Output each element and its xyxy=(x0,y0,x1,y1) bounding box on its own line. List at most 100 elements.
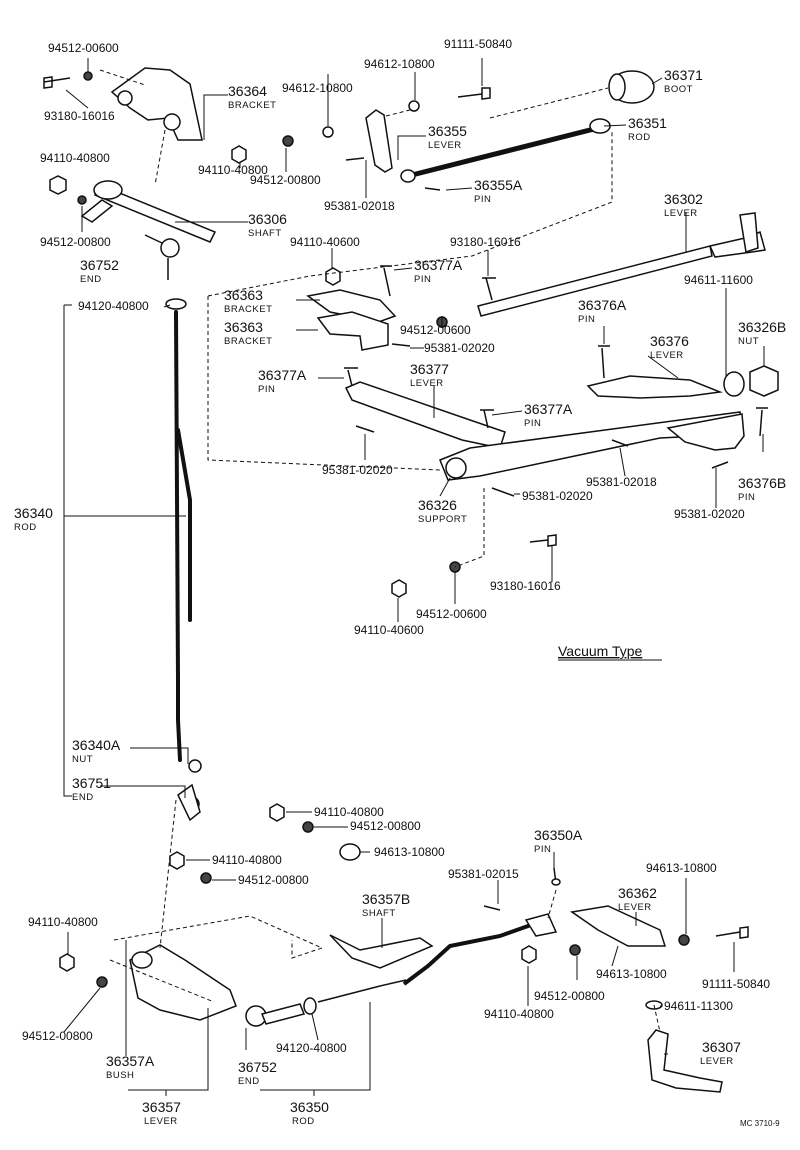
label-l59-number: 94110-40800 xyxy=(484,1007,554,1021)
label-l26-number: 95381-02020 xyxy=(424,341,495,355)
label-l29-number: 36326B xyxy=(738,319,786,335)
label-l11-number: 94110-40800 xyxy=(198,163,268,177)
label-l45-number: 36751 xyxy=(72,775,111,791)
label-l21-number: 36377A xyxy=(414,257,463,273)
label-l16-name: SHAFT xyxy=(248,228,282,239)
part-drawings xyxy=(43,67,779,1093)
label-l13-number: 36355A xyxy=(474,177,523,193)
label-l23-number: 36363 xyxy=(224,287,263,303)
label-l61-number: 94611-11300 xyxy=(664,999,733,1013)
label-l20-number: 93180-16016 xyxy=(450,235,521,249)
label-l23-name: BRACKET xyxy=(224,304,272,315)
label-l32-name: LEVER xyxy=(410,378,444,389)
label-l64-name: LEVER xyxy=(700,1056,734,1067)
label-l08-name: LEVER xyxy=(428,140,462,151)
label-l09-number: 36351 xyxy=(628,115,667,131)
label-l32-number: 36377 xyxy=(410,361,449,377)
rod-36340-drawing xyxy=(174,310,182,762)
label-l30-name: LEVER xyxy=(650,350,684,361)
label-l54-number: 36357B xyxy=(362,891,410,907)
label-l27-name: PIN xyxy=(578,314,595,325)
label-l51-number: 36350A xyxy=(534,827,583,843)
label-l25-number: 94512-00600 xyxy=(400,323,471,337)
lever-36357-drawing xyxy=(129,944,237,1021)
label-l39-number: 36376B xyxy=(738,475,786,491)
label-l03-number: 36364 xyxy=(228,83,267,99)
diagram-title: Vacuum Type xyxy=(558,643,643,659)
label-l13-name: PIN xyxy=(474,194,491,205)
label-l63-number: 94120-40800 xyxy=(276,1041,347,1055)
label-l41-number: 93180-16016 xyxy=(490,579,561,593)
label-l02-number: 93180-16016 xyxy=(44,109,115,123)
label-l15-number: 94512-00800 xyxy=(40,235,111,249)
label-l24-number: 36363 xyxy=(224,319,263,335)
label-l29-name: NUT xyxy=(738,336,759,347)
label-l58-number: 91111-50840 xyxy=(702,977,770,991)
lever-36302-drawing xyxy=(477,245,713,317)
label-l14-number: 95381-02018 xyxy=(324,199,395,213)
label-l55-number: 36362 xyxy=(618,885,657,901)
label-l44-number: 36340A xyxy=(72,737,121,753)
label-l07-name: BOOT xyxy=(664,84,693,95)
lever-36362-drawing xyxy=(570,905,667,947)
label-l54-name: SHAFT xyxy=(362,908,396,919)
label-l64-number: 36307 xyxy=(702,1039,741,1055)
label-l08-number: 36355 xyxy=(428,123,467,139)
label-l65-name: BUSH xyxy=(106,1070,134,1081)
label-l45-name: END xyxy=(72,792,94,803)
leader-lines xyxy=(63,58,765,1096)
label-l56-number: 94110-40800 xyxy=(28,915,98,929)
label-l09-name: ROD xyxy=(628,132,651,143)
label-l24-name: BRACKET xyxy=(224,336,272,347)
label-l05-number: 94612-10800 xyxy=(364,57,435,71)
label-l53-number: 94613-10800 xyxy=(646,861,717,875)
label-l39-name: PIN xyxy=(738,492,755,503)
label-l43-number: 94110-40600 xyxy=(354,623,424,637)
label-l68-name: ROD xyxy=(292,1116,315,1127)
label-l30-number: 36376 xyxy=(650,333,689,349)
label-l66-number: 36752 xyxy=(238,1059,277,1075)
label-l60-number: 94512-00800 xyxy=(534,989,605,1003)
label-l07-number: 36371 xyxy=(664,67,703,83)
label-l04-number: 94612-10800 xyxy=(282,81,353,95)
assembly-dashed-lines xyxy=(99,69,661,1033)
label-l31-number: 36377A xyxy=(258,367,307,383)
label-l35-number: 95381-02018 xyxy=(586,475,657,489)
label-l57-number: 94613-10800 xyxy=(596,967,667,981)
label-l55-name: LEVER xyxy=(618,902,652,913)
label-l52-number: 95381-02015 xyxy=(448,867,519,881)
label-l46-number: 94110-40800 xyxy=(314,805,384,819)
label-l38-number: 95381-02020 xyxy=(522,489,593,503)
label-l31-name: PIN xyxy=(258,384,275,395)
label-l17-number: 36302 xyxy=(664,191,703,207)
lever-36307-drawing xyxy=(647,1029,723,1093)
label-l36-number: 36340 xyxy=(14,505,53,521)
label-l37-number: 36326 xyxy=(418,497,457,513)
label-l12-number: 94512-00800 xyxy=(250,173,321,187)
label-l67-name: LEVER xyxy=(144,1116,178,1127)
label-l17-name: LEVER xyxy=(664,208,698,219)
label-l37-name: SUPPORT xyxy=(418,514,467,525)
label-l33-name: PIN xyxy=(524,418,541,429)
diagram-code: MC 3710-9 xyxy=(740,1119,780,1128)
label-l06-number: 91111-50840 xyxy=(444,37,512,51)
bolt-drawing xyxy=(43,76,71,89)
label-l68-number: 36350 xyxy=(290,1099,329,1115)
label-l03-name: BRACKET xyxy=(228,100,276,111)
label-l50-number: 94512-00800 xyxy=(238,873,309,887)
label-l44-name: NUT xyxy=(72,754,93,765)
label-l18-number: 36752 xyxy=(80,257,119,273)
label-l16-number: 36306 xyxy=(248,211,287,227)
label-l40-number: 95381-02020 xyxy=(674,507,745,521)
label-l67-number: 36357 xyxy=(142,1099,181,1115)
nut-drawing xyxy=(49,175,67,195)
label-l66-name: END xyxy=(238,1076,260,1087)
label-l01-number: 94512-00600 xyxy=(48,41,119,55)
label-l19-number: 94110-40600 xyxy=(290,235,360,249)
label-l48-number: 94613-10800 xyxy=(374,845,445,859)
label-l49-number: 94110-40800 xyxy=(212,853,282,867)
label-l42-number: 94512-00600 xyxy=(416,607,487,621)
lever-36376-drawing xyxy=(586,375,723,399)
rod-36351-drawing xyxy=(405,125,601,179)
